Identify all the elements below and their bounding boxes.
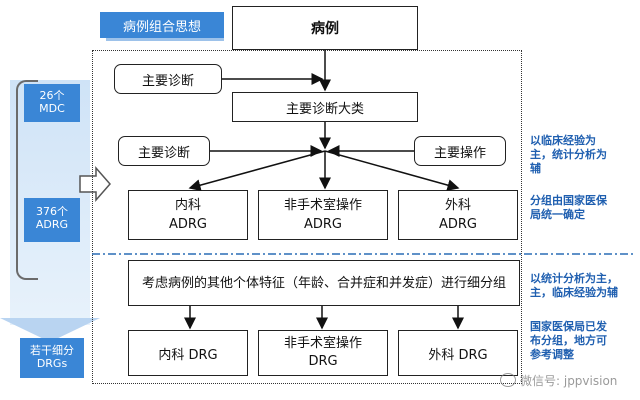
watermark-text: 微信号: jppvision [520, 373, 618, 388]
case-label: 病例 [311, 21, 339, 37]
adrg-nonsurgical: 非手术室操作 ADRG [258, 190, 388, 240]
adrg-nonsurgical-name: 非手术室操作 [283, 198, 362, 213]
drg-surgical-label: 外科 DRG [428, 347, 488, 363]
note-national-fixed-line1: 分组由国家医保 [530, 194, 607, 207]
adrg-count-label: 376个 ADRG [24, 205, 80, 231]
left-bracket [16, 80, 38, 280]
subgroup-box: 考虑病例的其他个体特征（年龄、合并症和并发症）进行细分组 [128, 260, 520, 306]
drgs-unit: DRGs [36, 357, 68, 370]
drg-nonsurgical: 非手术室操作 DRG [258, 330, 388, 376]
note-national-fixed: 分组由国家医保 局统一确定 [530, 194, 638, 222]
title-tag-shadow [106, 38, 224, 41]
note-clinical-main: 以临床经验为 主，统计分析为 辅 [530, 134, 638, 176]
note-local-adjust-line1: 国家医保局已发 [530, 320, 607, 333]
main-operation: 主要操作 [414, 136, 506, 166]
wechat-icon [500, 373, 516, 387]
adrg-count-box [24, 198, 80, 242]
case-box: 病例 [232, 6, 418, 50]
drgs-count: 若干细分 [30, 344, 74, 357]
main-diagnosis-top-label: 主要诊断 [141, 73, 194, 89]
mdc-box [24, 84, 80, 122]
adrg-nonsurgical-code: ADRG [303, 217, 342, 232]
title-tag: 病例组合思想 [100, 12, 224, 38]
mdc-count: 26个 [39, 89, 65, 102]
note-statistics-main-line1: 以统计分析为主， [530, 272, 618, 285]
dotted-frame [92, 50, 522, 384]
drg-nonsurgical-name: 非手术室操作 [283, 336, 362, 351]
note-statistics-main-line2: 主，临床经验为辅 [530, 286, 618, 299]
drgs-label: 若干细分 DRGs [20, 344, 84, 370]
mdc-label: 26个 MDC [24, 89, 80, 115]
adrg-internal-name: 内科 [174, 198, 201, 213]
note-local-adjust-line3: 参考调整 [530, 348, 574, 361]
watermark: 微信号: jppvision [500, 368, 636, 392]
subgroup-text: 考虑病例的其他个体特征（年龄、合并症和并发症）进行细分组 [141, 275, 506, 291]
note-clinical-main-line1: 以临床经验为 [530, 134, 596, 147]
adrg-internal-code: ADRG [168, 217, 207, 232]
drg-surgical: 外科 DRG [398, 330, 518, 376]
drgs-box [20, 338, 84, 378]
drg-internal-label: 内科 DRG [158, 347, 218, 363]
main-diagnosis-top: 主要诊断 [114, 64, 222, 94]
note-national-fixed-line2: 局统一确定 [530, 208, 585, 221]
adrg-unit: ADRG [35, 218, 69, 231]
note-clinical-main-line2: 主，统计分析为 [530, 148, 607, 161]
main-diagnosis-left-label: 主要诊断 [137, 145, 190, 161]
note-statistics-main: 以统计分析为主， 主，临床经验为辅 [530, 272, 640, 300]
title-text: 病例组合思想 [122, 19, 201, 35]
note-local-adjust-line2: 布分组，地方可 [530, 334, 607, 347]
adrg-internal: 内科 ADRG [128, 190, 248, 240]
note-local-adjust: 国家医保局已发 布分组，地方可 参考调整 [530, 320, 638, 362]
drg-internal: 内科 DRG [128, 330, 248, 376]
adrg-surgical-name: 外科 [444, 198, 471, 213]
adrg-count: 376个 [36, 205, 68, 218]
main-operation-label: 主要操作 [433, 145, 486, 161]
main-diagnosis-category: 主要诊断大类 [232, 92, 418, 122]
mdc-unit: MDC [39, 102, 65, 115]
main-diagnosis-category-label: 主要诊断大类 [285, 101, 364, 117]
adrg-surgical-code: ADRG [438, 217, 477, 232]
note-clinical-main-line3: 辅 [530, 162, 541, 175]
main-diagnosis-left: 主要诊断 [118, 136, 210, 166]
drg-nonsurgical-code: DRG [308, 354, 338, 369]
